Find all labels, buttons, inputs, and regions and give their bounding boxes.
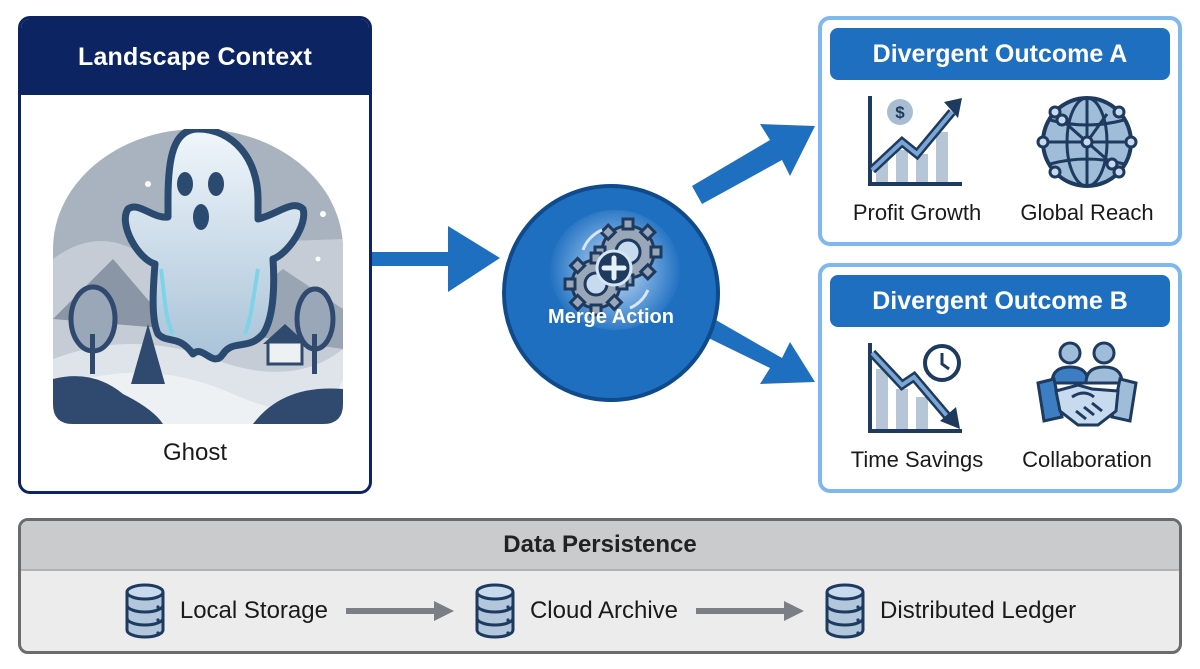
outcome-b-title: Divergent Outcome B <box>830 275 1170 327</box>
profit-growth-chart-icon: $ <box>868 96 962 186</box>
arrow-merge-to-outcome-a <box>692 124 815 204</box>
arrow-context-to-merge <box>372 226 500 292</box>
distributed-ledger-label: Distributed Ledger <box>880 597 1077 624</box>
context-card-caption: Ghost <box>162 439 228 466</box>
global-reach-label: Global Reach <box>1020 200 1154 225</box>
database-icon <box>475 583 515 639</box>
merge-action-node[interactable]: Merge Action <box>502 184 720 402</box>
outcome-a-title: Divergent Outcome A <box>830 28 1170 80</box>
flow-arrow-icon <box>345 601 454 621</box>
landscape-context-card: Landscape Context <box>18 16 372 494</box>
database-icon <box>825 583 865 639</box>
stage-cloud-archive: Cloud Archive <box>474 583 678 639</box>
data-persistence-title: Data Persistence <box>21 521 1179 571</box>
outcome-item-global-reach: Global Reach <box>1002 92 1172 226</box>
local-storage-label: Local Storage <box>179 597 328 624</box>
handshake-team-icon <box>1036 341 1138 427</box>
cloud-archive-label: Cloud Archive <box>529 597 679 624</box>
outcome-item-time-savings: Time Savings <box>832 339 1002 473</box>
merge-action-label: Merge Action <box>548 306 674 328</box>
svg-text:$: $ <box>895 103 905 122</box>
ghost-figure <box>121 129 308 363</box>
stage-local-storage: Local Storage <box>124 583 328 639</box>
time-savings-chart-icon <box>868 343 962 433</box>
global-network-icon <box>1036 96 1138 188</box>
flow-arrow-icon <box>696 601 805 621</box>
outcome-item-profit-growth: $ Profit Growth <box>832 92 1002 226</box>
outcome-item-collaboration: Collaboration <box>1002 339 1172 473</box>
persistence-flow: Local Storage Cloud Archive <box>21 581 1179 641</box>
ghost-landscape-illustration <box>53 129 343 424</box>
gears-plus-icon <box>563 217 663 317</box>
outcome-a-card: Divergent Outcome A $ Profit Growth <box>818 16 1182 246</box>
outcome-b-card: Divergent Outcome B Time Savings Collabo… <box>818 263 1182 493</box>
database-icon <box>125 583 165 639</box>
collaboration-label: Collaboration <box>1022 447 1152 472</box>
profit-growth-label: Profit Growth <box>852 200 982 225</box>
time-savings-label: Time Savings <box>850 447 984 472</box>
context-card-title: Landscape Context <box>21 19 369 95</box>
stage-distributed-ledger: Distributed Ledger <box>824 583 1076 639</box>
data-persistence-panel: Data Persistence Local Storage Cloud Arc… <box>18 518 1182 654</box>
